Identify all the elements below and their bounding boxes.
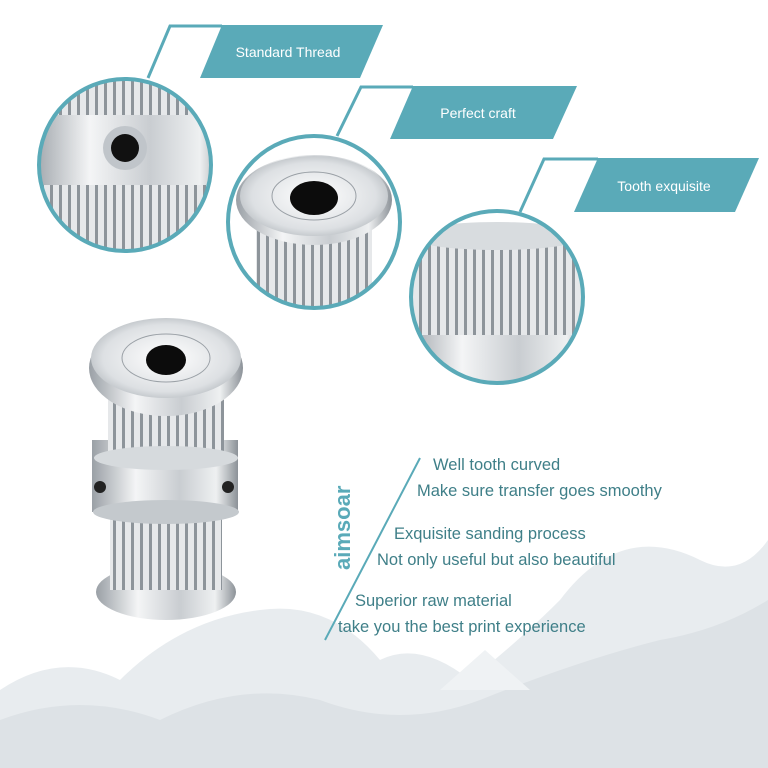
banner-tooth-exquisite bbox=[574, 158, 759, 212]
connector-line bbox=[335, 85, 413, 137]
feature-subtitle: Make sure transfer goes smoothy bbox=[417, 482, 662, 500]
banner-standard-thread bbox=[200, 25, 383, 78]
callout-label: Tooth exquisite bbox=[617, 178, 711, 194]
callout-label: Perfect craft bbox=[440, 105, 516, 121]
brand-logo: aimsoar bbox=[330, 485, 355, 570]
divider-line bbox=[324, 457, 421, 641]
detail-teeth bbox=[411, 211, 583, 383]
feature-title: Exquisite sanding process bbox=[394, 525, 586, 543]
wave-background bbox=[0, 540, 768, 768]
pulley-product bbox=[89, 318, 243, 620]
feature-title: Well tooth curved bbox=[433, 456, 561, 474]
detail-flange bbox=[228, 136, 400, 308]
feature-subtitle: take you the best print experience bbox=[338, 618, 586, 636]
connector-line bbox=[146, 24, 222, 79]
detail-thread bbox=[39, 79, 211, 251]
callout-label: Standard Thread bbox=[235, 44, 341, 60]
banner-perfect-craft bbox=[390, 86, 577, 139]
connector-line bbox=[518, 157, 598, 213]
feature-title: Superior raw material bbox=[355, 592, 512, 610]
feature-subtitle: Not only useful but also beautiful bbox=[377, 551, 616, 569]
